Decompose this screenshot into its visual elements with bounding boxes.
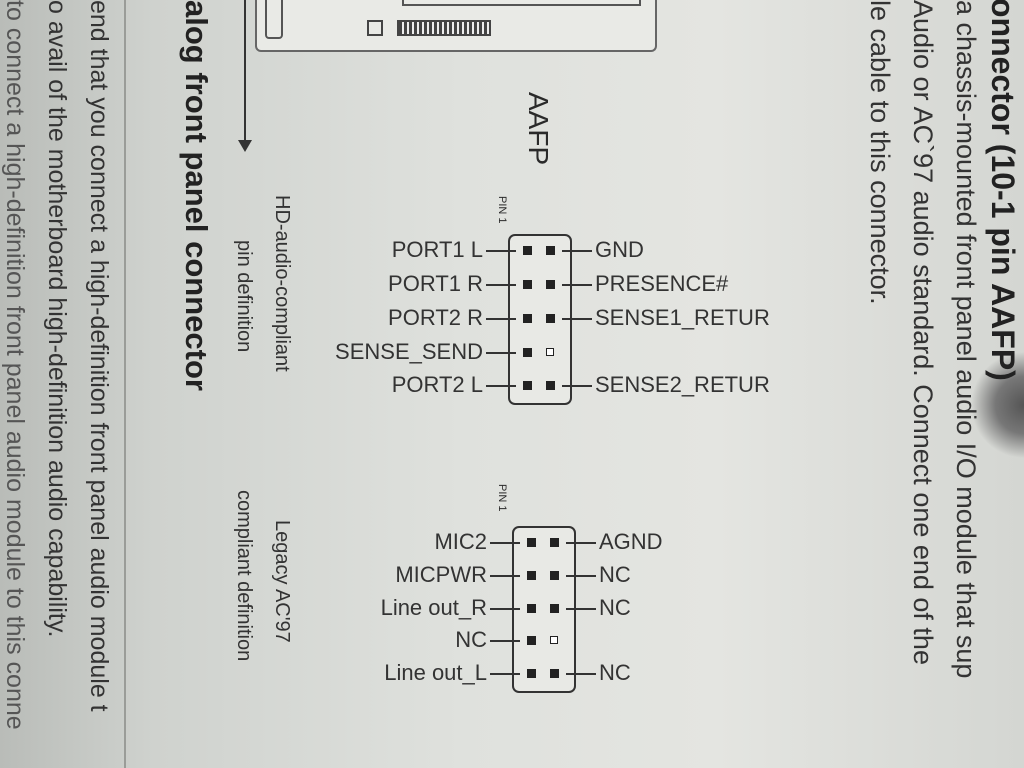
wire bbox=[566, 608, 596, 610]
arrow-line bbox=[244, 0, 246, 145]
wire bbox=[490, 542, 520, 544]
pin-label-right: SENSE2_RETUR bbox=[595, 372, 770, 397]
slot-drawing bbox=[402, 0, 641, 6]
wire bbox=[566, 542, 596, 544]
wire bbox=[486, 318, 516, 320]
wire bbox=[490, 640, 520, 642]
ac97-caption: compliant definition bbox=[233, 490, 255, 662]
pin bbox=[550, 636, 558, 644]
pin bbox=[523, 314, 532, 323]
pin bbox=[523, 280, 532, 289]
wire bbox=[562, 385, 592, 387]
pin-label-left: NC bbox=[455, 627, 487, 652]
connector-name: AAFP bbox=[523, 92, 554, 166]
wire bbox=[566, 673, 596, 675]
pin-label-right: PRESENCE# bbox=[595, 271, 729, 296]
pin-label-right: NC bbox=[599, 595, 631, 620]
pin-label-left: PORT2 L bbox=[391, 372, 483, 397]
pin-label-left: PORT2 R bbox=[388, 305, 483, 330]
pin bbox=[527, 538, 536, 547]
text-line: a chassis-mounted front panel audio I/O … bbox=[951, 0, 981, 679]
hd-caption: HD-audio-compliant bbox=[271, 195, 293, 372]
ac97-caption: Legacy AC'97 bbox=[271, 520, 293, 643]
pin-label-left: PORT1 R bbox=[388, 271, 483, 296]
pin bbox=[523, 348, 532, 357]
wire bbox=[562, 284, 592, 286]
pin bbox=[550, 604, 559, 613]
pin bbox=[550, 669, 559, 678]
pin1-label: PIN 1 bbox=[496, 196, 508, 224]
hd-caption: pin definition bbox=[233, 240, 255, 353]
pin bbox=[546, 348, 554, 356]
wire bbox=[490, 673, 520, 675]
pin bbox=[527, 604, 536, 613]
text-line: end that you connect a high-definition f… bbox=[85, 0, 113, 712]
pin bbox=[550, 571, 559, 580]
page-edge bbox=[124, 0, 126, 768]
wire bbox=[562, 318, 592, 320]
wire bbox=[562, 250, 592, 252]
pin bbox=[550, 538, 559, 547]
arrow-icon bbox=[238, 140, 252, 152]
pin-label-left: SENSE_SEND bbox=[335, 339, 483, 364]
wire bbox=[490, 575, 520, 577]
pin-label-left: Line out_R bbox=[380, 595, 487, 620]
section-heading: onnector (10-1 pin AAFP) bbox=[985, 0, 1021, 381]
pin bbox=[546, 381, 555, 390]
pin bbox=[527, 636, 536, 645]
pin bbox=[523, 246, 532, 255]
wire bbox=[486, 352, 516, 354]
text-line: le cable to this connector. bbox=[865, 0, 895, 305]
pin bbox=[546, 280, 555, 289]
wire bbox=[486, 284, 516, 286]
shadow bbox=[955, 330, 1024, 480]
motherboard-drawing bbox=[255, 0, 657, 52]
pin bbox=[546, 246, 555, 255]
wire bbox=[566, 575, 596, 577]
component-drawing bbox=[367, 20, 383, 36]
pin-label-right: GND bbox=[595, 237, 644, 262]
pin-label-left: MIC2 bbox=[434, 529, 487, 554]
pin bbox=[527, 571, 536, 580]
pin1-label: PIN 1 bbox=[496, 484, 508, 512]
wire bbox=[486, 250, 516, 252]
wire bbox=[486, 385, 516, 387]
connector-drawing bbox=[397, 20, 491, 36]
pin bbox=[546, 314, 555, 323]
pin bbox=[523, 381, 532, 390]
port-drawing bbox=[265, 0, 283, 39]
pin bbox=[527, 669, 536, 678]
pin-label-left: Line out_L bbox=[384, 660, 487, 685]
pin-label-right: NC bbox=[599, 562, 631, 587]
section-heading: alog front panel connector bbox=[179, 0, 214, 391]
pin-label-left: MICPWR bbox=[395, 562, 487, 587]
text-line: to connect a high-definition front panel… bbox=[1, 0, 29, 730]
pin-label-right: AGND bbox=[599, 529, 663, 554]
wire bbox=[490, 608, 520, 610]
pin-label-left: PORT1 L bbox=[391, 237, 483, 262]
text-line: o avail of the motherboard high-definiti… bbox=[43, 0, 71, 638]
pin-label-right: SENSE1_RETUR bbox=[595, 305, 770, 330]
text-line: Audio or AC`97 audio standard. Connect o… bbox=[908, 0, 938, 665]
pin-label-right: NC bbox=[599, 660, 631, 685]
